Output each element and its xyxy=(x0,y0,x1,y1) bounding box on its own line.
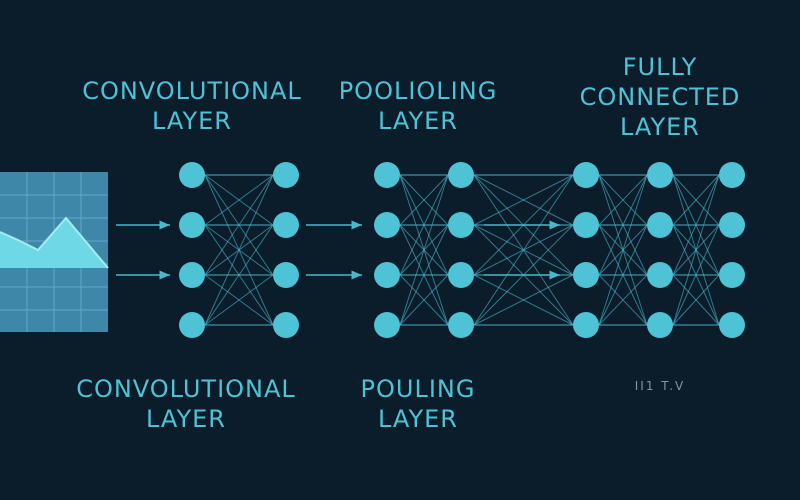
neuron-node xyxy=(719,162,745,188)
connection-edge xyxy=(473,274,574,326)
neuron-node xyxy=(179,262,205,288)
neuron-node xyxy=(573,262,599,288)
neuron-node xyxy=(448,262,474,288)
neuron-node xyxy=(647,212,673,238)
connection-edge xyxy=(672,174,720,226)
bottom-convolutional-label: CONVOLUTIONAL LAYER xyxy=(76,375,296,433)
connection-edge xyxy=(399,174,449,226)
connection-edge xyxy=(598,224,648,326)
connection-edge xyxy=(473,224,574,326)
connection-edge xyxy=(672,174,720,326)
neuron-node xyxy=(573,162,599,188)
neuron-node xyxy=(179,162,205,188)
neuron-node xyxy=(448,162,474,188)
neuron-node xyxy=(374,312,400,338)
bottom-pooling-label: POULING LAYER xyxy=(360,375,476,433)
neuron-node xyxy=(273,262,299,288)
connection-edge xyxy=(598,174,648,226)
neuron-node xyxy=(374,212,400,238)
connection-edge xyxy=(204,274,274,326)
neuron-node xyxy=(719,312,745,338)
neuron-node xyxy=(448,212,474,238)
neuron-node xyxy=(647,162,673,188)
neuron-node xyxy=(647,312,673,338)
neuron-node xyxy=(273,162,299,188)
neuron-node xyxy=(179,312,205,338)
neuron-nodes xyxy=(179,162,745,338)
top-pooling-label: POOLIOLING LAYER xyxy=(338,77,498,135)
connection-edge xyxy=(473,174,574,326)
connection-edge xyxy=(204,224,274,326)
input-image-icon xyxy=(0,172,109,332)
connection-edge xyxy=(399,274,449,326)
neuron-node xyxy=(719,262,745,288)
connection-edge xyxy=(399,174,449,276)
neuron-node xyxy=(273,312,299,338)
connection-edge xyxy=(399,174,449,326)
top-fully-connected-label: FULLY CONNECTED LAYER xyxy=(579,53,741,141)
connection-edge xyxy=(473,174,574,226)
connection-edge xyxy=(204,174,274,276)
bottom-fc-caption: II1 T.V xyxy=(634,379,686,393)
connection-edge xyxy=(672,174,720,276)
connection-edge xyxy=(598,174,648,276)
neuron-node xyxy=(573,312,599,338)
connection-edge xyxy=(204,174,274,226)
neuron-node xyxy=(179,212,205,238)
neuron-node xyxy=(273,212,299,238)
neuron-node xyxy=(374,162,400,188)
neuron-node xyxy=(719,212,745,238)
connection-edge xyxy=(204,174,274,326)
neuron-node xyxy=(647,262,673,288)
connection-edge xyxy=(473,174,574,276)
top-convolutional-label: CONVOLUTIONAL LAYER xyxy=(82,77,302,135)
connection-edges xyxy=(204,174,720,326)
neuron-node xyxy=(573,212,599,238)
neuron-node xyxy=(374,262,400,288)
connection-edge xyxy=(672,274,720,326)
connection-edge xyxy=(598,174,648,326)
neuron-node xyxy=(448,312,474,338)
connection-edge xyxy=(598,274,648,326)
connection-edge xyxy=(672,224,720,326)
connection-edge xyxy=(399,224,449,326)
